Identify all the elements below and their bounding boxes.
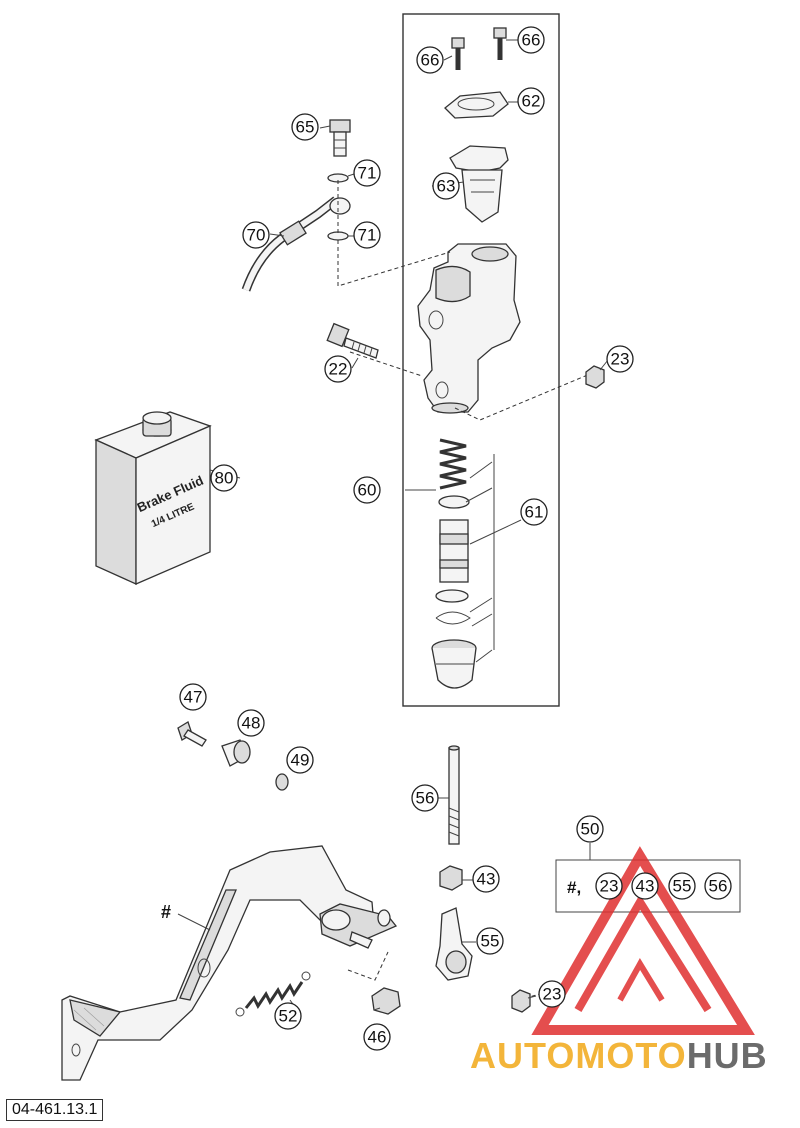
ring-60 (438, 495, 470, 509)
pedal-hash-label: # (161, 902, 171, 922)
kit-item-56: 56 (704, 872, 732, 900)
watermark-wordmark: AUTOMOTOHUB (470, 1035, 768, 1077)
callout-49: 49 (286, 746, 314, 774)
svg-text:71: 71 (358, 164, 377, 183)
watermark-logo (531, 846, 755, 1035)
svg-text:23: 23 (543, 985, 562, 1004)
svg-text:50: 50 (581, 820, 600, 839)
logo-part-auto: AUTO (470, 1035, 576, 1076)
callout-47: 47 (179, 683, 207, 711)
callout-55: 55 (476, 927, 504, 955)
diaphragm-63 (449, 145, 509, 223)
seal-60 (435, 589, 469, 603)
master-cylinder-body (417, 243, 521, 414)
callout-23-lower: 23 (538, 980, 566, 1008)
callout-66-left: 66 (416, 46, 444, 74)
nut-46 (371, 987, 401, 1015)
svg-text:23: 23 (611, 350, 630, 369)
callout-50: 50 (576, 815, 604, 843)
callout-56: 56 (411, 784, 439, 812)
svg-text:23: 23 (600, 877, 619, 896)
nut-23-lower (511, 989, 531, 1013)
kit-item-55: 55 (668, 872, 696, 900)
spring-60 (439, 438, 467, 490)
svg-text:60: 60 (358, 481, 377, 500)
brake-pedal (61, 845, 398, 1081)
svg-text:61: 61 (525, 503, 544, 522)
svg-text:46: 46 (368, 1028, 387, 1047)
callout-60: 60 (353, 476, 381, 504)
svg-text:47: 47 (184, 688, 203, 707)
kit-hash-label: #, (567, 878, 581, 897)
callout-80: 80 (210, 464, 238, 492)
callout-71-lower: 71 (353, 221, 381, 249)
bolt-66-left (451, 37, 465, 70)
callout-65: 65 (291, 113, 319, 141)
svg-text:49: 49 (291, 751, 310, 770)
callout-70: 70 (242, 221, 270, 249)
logo-part-moto: MOTO (575, 1035, 687, 1076)
banjo-bolt-65 (329, 119, 351, 157)
svg-text:70: 70 (247, 226, 266, 245)
callout-48: 48 (237, 709, 265, 737)
callout-43: 43 (472, 865, 500, 893)
svg-text:48: 48 (242, 714, 261, 733)
spring-52 (235, 971, 311, 1017)
svg-text:43: 43 (636, 877, 655, 896)
washer-49 (275, 773, 289, 791)
kit-item-43: 43 (631, 872, 659, 900)
svg-text:63: 63 (437, 177, 456, 196)
piston-61 (439, 519, 469, 583)
kit-item-23: 23 (595, 872, 623, 900)
washer-71-lower (327, 231, 349, 241)
callout-46: 46 (363, 1023, 391, 1051)
clevis-55 (435, 907, 473, 981)
svg-text:56: 56 (416, 789, 435, 808)
diagram-reference-number: 04-461.13.1 (6, 1099, 104, 1121)
nut-43 (439, 865, 463, 891)
brake-line-70 (241, 196, 351, 292)
svg-text:56: 56 (709, 877, 728, 896)
spacer-48 (221, 739, 251, 767)
nut-23-upper (585, 365, 605, 389)
logo-part-hub: HUB (686, 1035, 768, 1076)
pushrod-56 (448, 745, 460, 845)
dust-boot-60 (431, 639, 477, 689)
circlip-60 (435, 611, 471, 625)
callout-22: 22 (324, 355, 352, 383)
svg-text:52: 52 (279, 1007, 298, 1026)
svg-text:43: 43 (477, 870, 496, 889)
svg-text:66: 66 (421, 51, 440, 70)
callout-63: 63 (432, 172, 460, 200)
svg-text:65: 65 (296, 118, 315, 137)
screw-47 (177, 721, 207, 747)
callout-61: 61 (520, 498, 548, 526)
bolt-22 (326, 322, 379, 359)
svg-text:66: 66 (522, 31, 541, 50)
svg-text:22: 22 (329, 360, 348, 379)
reservoir-cap-62 (444, 91, 509, 119)
svg-text:62: 62 (522, 92, 541, 111)
callout-62: 62 (517, 87, 545, 115)
callout-52: 52 (274, 1002, 302, 1030)
svg-text:55: 55 (673, 877, 692, 896)
master-cylinder-frame (402, 13, 560, 707)
callout-66-right: 66 (517, 26, 545, 54)
bolt-66-right (493, 27, 507, 60)
svg-text:55: 55 (481, 932, 500, 951)
svg-text:71: 71 (358, 226, 377, 245)
brake-fluid-container-80 (94, 411, 212, 586)
svg-text:80: 80 (215, 469, 234, 488)
callout-71-upper: 71 (353, 159, 381, 187)
callout-23-upper: 23 (606, 345, 634, 373)
